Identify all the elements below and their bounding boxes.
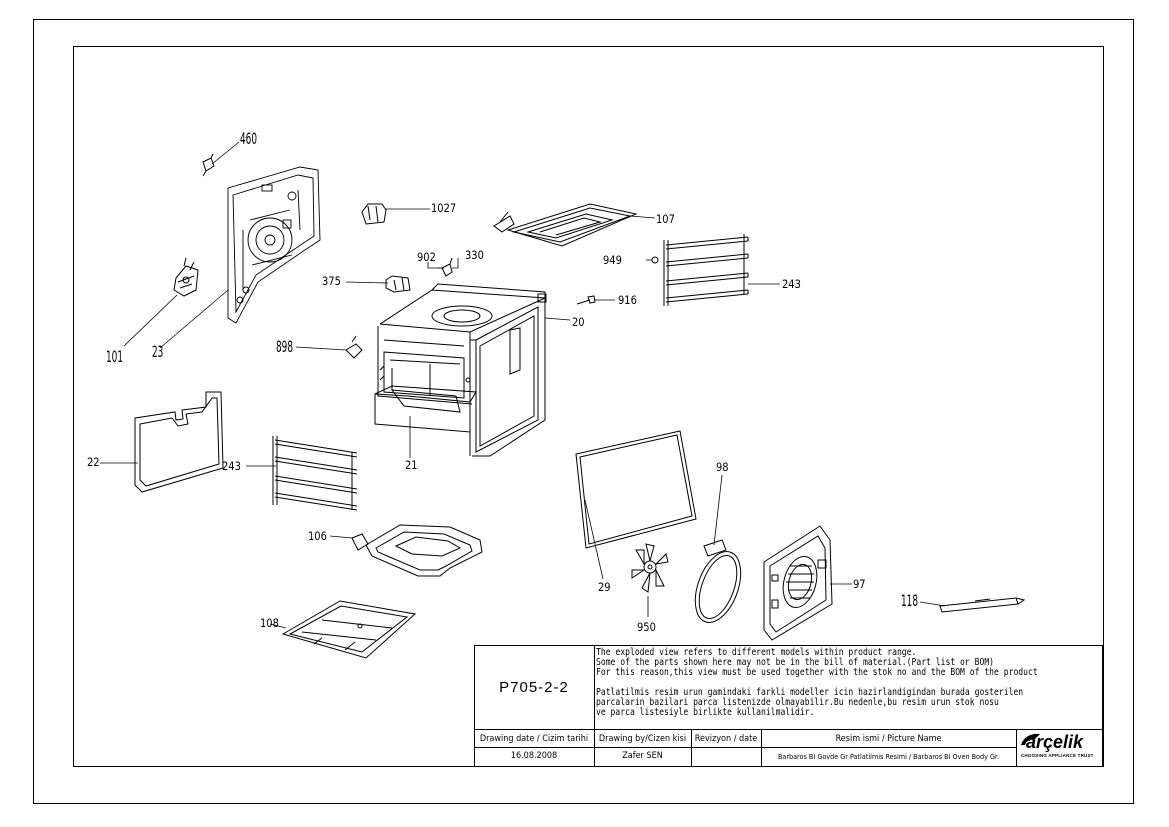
value-picture-name: Barbaros BI Govde Gr Patlatilmis Resimi … bbox=[777, 751, 1000, 761]
part-label-1027: 1027 bbox=[431, 201, 457, 216]
part-29-door-gasket bbox=[575, 430, 697, 549]
part-label-950: 950 bbox=[637, 620, 656, 635]
note-en-2: Some of the parts shown here may not be … bbox=[596, 657, 995, 668]
part-98-ring-heater bbox=[694, 539, 742, 623]
part-label-20: 20 bbox=[572, 315, 585, 330]
part-label-23: 23 bbox=[152, 342, 164, 361]
part-107-grill-heater bbox=[493, 203, 638, 247]
part-106-bottom-heater bbox=[351, 524, 483, 577]
note-en-3: For this reason,this view must be used t… bbox=[596, 667, 1038, 678]
part-label-106: 106 bbox=[308, 529, 327, 544]
leader-lines bbox=[100, 141, 946, 629]
part-20-oven-cavity bbox=[377, 283, 547, 457]
value-drawing-date: 16.08.2008 bbox=[510, 751, 558, 761]
part-375-switch bbox=[385, 275, 411, 293]
part-label-330: 330 bbox=[465, 248, 484, 263]
part-118-probe bbox=[939, 597, 1026, 613]
part-label-243-lower: 243 bbox=[222, 459, 241, 474]
part-label-949: 949 bbox=[603, 253, 622, 268]
part-23-rear-panel bbox=[227, 166, 321, 324]
part-21-bottom-tray bbox=[374, 385, 477, 433]
part-label-22: 22 bbox=[87, 455, 100, 470]
part-label-29: 29 bbox=[598, 580, 611, 595]
arcelik-logo-icon bbox=[1021, 733, 1040, 745]
part-916-screw bbox=[576, 295, 596, 305]
header-revision: Revizyon / date bbox=[694, 734, 758, 744]
part-101-motor bbox=[173, 257, 199, 297]
value-drawing-by: Zafer SEN bbox=[622, 751, 663, 761]
part-460-clip bbox=[202, 153, 215, 177]
title-block: P705-2-2 The exploded view refers to dif… bbox=[474, 645, 1102, 766]
header-picture-name: Resim ismi / Picture Name bbox=[835, 734, 942, 744]
part-949-nut bbox=[651, 256, 659, 264]
part-898-clip bbox=[345, 335, 363, 359]
part-label-107: 107 bbox=[656, 212, 675, 227]
logo-tagline: CHOOSING APPLIANCE TRUST bbox=[1021, 753, 1094, 758]
note-tr-2: parcalarin bazilari parca listenizde olm… bbox=[596, 697, 999, 708]
title-block-grid bbox=[474, 645, 1103, 767]
header-drawing-by: Drawing by/Cizen kisi bbox=[598, 734, 687, 744]
part-label-460: 460 bbox=[240, 129, 258, 148]
note-tr-1: Patlatilmis resim urun gamindaki farkli … bbox=[596, 687, 1024, 698]
part-902-330-bracket bbox=[441, 257, 453, 277]
part-243-lower-rail bbox=[272, 436, 358, 511]
part-243-upper-rail bbox=[663, 234, 749, 306]
part-108-baking-tray bbox=[281, 600, 417, 659]
part-97-fan-cover bbox=[763, 525, 833, 641]
part-label-902: 902 bbox=[417, 250, 436, 265]
part-label-118: 118 bbox=[901, 591, 919, 610]
part-label-916: 916 bbox=[618, 293, 637, 308]
part-950-fan-blade bbox=[631, 543, 669, 593]
part-label-98: 98 bbox=[716, 460, 729, 475]
part-22-heat-shield bbox=[134, 391, 224, 493]
part-1027-lamp bbox=[361, 203, 387, 225]
part-label-21: 21 bbox=[405, 458, 418, 473]
part-label-97: 97 bbox=[853, 577, 866, 592]
part-label-101: 101 bbox=[106, 347, 124, 366]
value-revision bbox=[691, 749, 761, 763]
outer-frame bbox=[33, 19, 1134, 804]
drawing-code: P705-2-2 bbox=[499, 678, 569, 696]
note-en-1: The exploded view refers to different mo… bbox=[596, 647, 917, 658]
part-label-108: 108 bbox=[260, 616, 279, 631]
header-drawing-date: Drawing date / Cizim tarihi bbox=[479, 734, 589, 744]
note-tr-3: ve parca listesiyle birlikte kullanilmal… bbox=[596, 707, 815, 718]
part-label-898: 898 bbox=[276, 337, 294, 356]
part-label-375: 375 bbox=[322, 274, 341, 289]
logo-wordmark: arçelik bbox=[1026, 732, 1084, 752]
part-label-243-upper: 243 bbox=[782, 277, 801, 292]
